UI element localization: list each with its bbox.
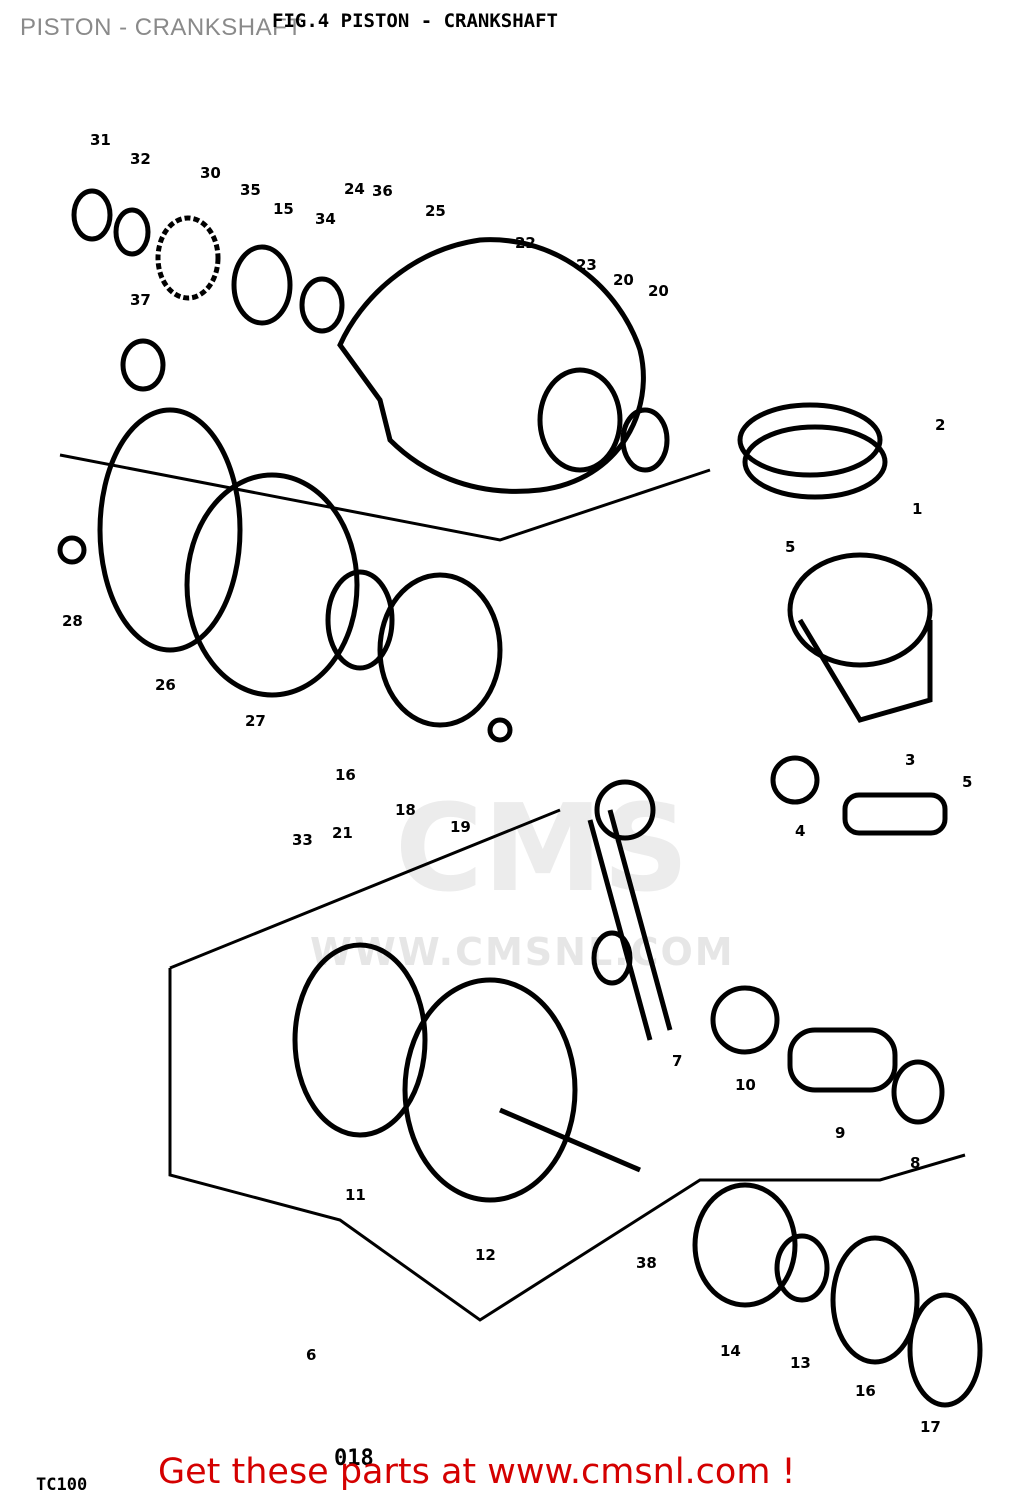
plate-14 xyxy=(692,1182,798,1308)
label-32: 32 xyxy=(130,150,151,168)
gear-30 xyxy=(155,215,221,301)
label-15: 15 xyxy=(273,200,294,218)
label-26: 26 xyxy=(155,676,176,694)
figure-title: FIG.4 PISTON - CRANKSHAFT xyxy=(272,10,558,32)
label-24: 24 xyxy=(344,180,365,198)
label-2: 2 xyxy=(935,416,945,434)
seal-37 xyxy=(120,338,166,392)
rod-big-end xyxy=(594,779,656,841)
ring-13 xyxy=(774,1233,830,1303)
piston-pin-3 xyxy=(842,792,948,836)
piston-1 xyxy=(787,552,933,668)
label-18: 18 xyxy=(395,801,416,819)
model-code: TC100 xyxy=(36,1475,88,1495)
bearing-16-mid xyxy=(325,569,395,671)
crankpin-9 xyxy=(787,1027,898,1093)
label-20b: 20 xyxy=(648,282,669,300)
page-number: 018 xyxy=(334,1446,374,1471)
label-1: 1 xyxy=(912,500,922,518)
label-16: 16 xyxy=(855,1382,876,1400)
label-5b: 5 xyxy=(962,773,972,791)
label-6: 6 xyxy=(306,1346,316,1364)
crankshaft-frame xyxy=(168,808,966,1322)
label-28: 28 xyxy=(62,612,83,630)
ring-34 xyxy=(299,276,345,334)
crankcase-frame xyxy=(59,453,711,542)
label-27: 27 xyxy=(245,712,266,730)
label-30: 30 xyxy=(200,164,221,182)
gasket-27 xyxy=(184,472,360,698)
washer-32 xyxy=(113,207,151,257)
label-3: 3 xyxy=(905,751,915,769)
label-23: 23 xyxy=(576,256,597,274)
crankcase-bore xyxy=(537,367,623,473)
label-11: 11 xyxy=(345,1186,366,1204)
label-4: 4 xyxy=(795,822,805,840)
oil-seal-31 xyxy=(71,188,113,242)
washer-8-top xyxy=(591,930,633,986)
bearing-16 xyxy=(830,1235,920,1365)
label-10: 10 xyxy=(735,1076,756,1094)
label-13: 13 xyxy=(790,1354,811,1372)
washer-8 xyxy=(891,1059,945,1125)
screw-19 xyxy=(487,717,513,743)
label-21: 21 xyxy=(332,824,353,842)
crankcase-half xyxy=(337,237,646,494)
label-5a: 5 xyxy=(785,538,795,556)
watermark-logo: CMS xyxy=(395,780,689,919)
label-35: 35 xyxy=(240,181,261,199)
flywheel-11 xyxy=(292,942,428,1138)
cover-26 xyxy=(97,407,243,653)
piston-ring-2b xyxy=(742,424,888,500)
label-31: 31 xyxy=(90,131,111,149)
label-12: 12 xyxy=(475,1246,496,1264)
label-34: 34 xyxy=(315,210,336,228)
label-22: 22 xyxy=(515,234,536,252)
plate-18 xyxy=(377,572,503,728)
label-8: 8 xyxy=(910,1154,920,1172)
label-36: 36 xyxy=(372,182,393,200)
piston-ring-2a xyxy=(737,402,883,478)
label-16-mid: 16 xyxy=(335,766,356,784)
bearing-10 xyxy=(710,985,780,1055)
crank-shaft xyxy=(499,1107,641,1173)
bearing-4 xyxy=(770,755,820,805)
bearing-15-top xyxy=(231,244,293,326)
label-33: 33 xyxy=(292,831,313,849)
label-14: 14 xyxy=(720,1342,741,1360)
label-17: 17 xyxy=(920,1418,941,1436)
label-9: 9 xyxy=(835,1124,845,1142)
part-labels: 31 32 30 35 15 34 24 36 25 22 23 20 20 3… xyxy=(62,131,972,1436)
seal-17 xyxy=(907,1292,983,1408)
page-caption: PISTON - CRANKSHAFT xyxy=(20,14,303,41)
parts-link[interactable]: Get these parts at www.cmsnl.com ! xyxy=(158,1452,796,1492)
label-38: 38 xyxy=(636,1254,657,1272)
label-25: 25 xyxy=(425,202,446,220)
label-19: 19 xyxy=(450,818,471,836)
label-20a: 20 xyxy=(613,271,634,289)
bolt-28 xyxy=(57,535,87,565)
seal-20 xyxy=(620,407,670,473)
label-37: 37 xyxy=(130,291,151,309)
flywheel-12 xyxy=(402,977,578,1203)
piston-skirt xyxy=(797,618,933,723)
label-7: 7 xyxy=(672,1052,682,1070)
connecting-rod-7 xyxy=(587,809,673,1041)
